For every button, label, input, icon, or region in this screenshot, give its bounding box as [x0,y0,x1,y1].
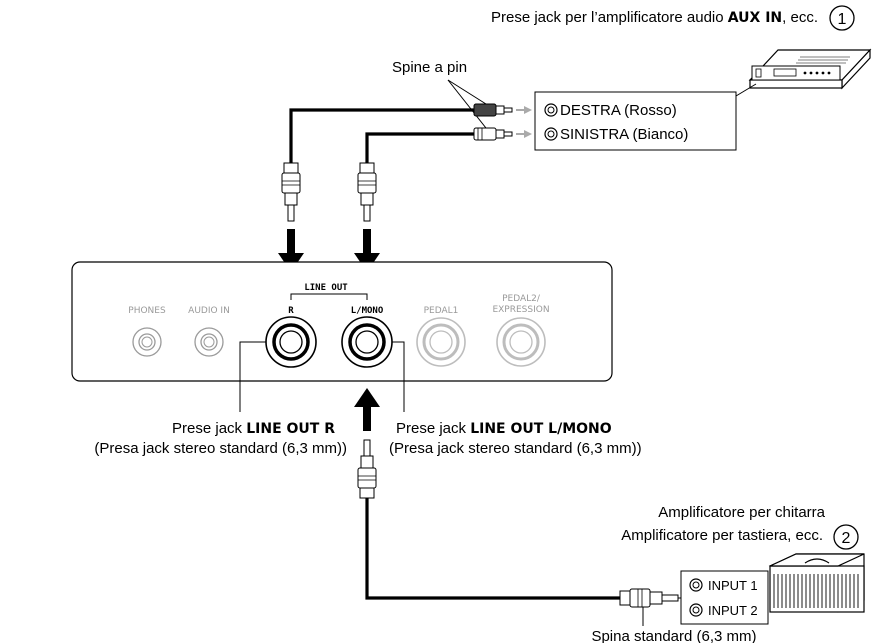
jack-left-icon [544,127,558,141]
l-mono-panel-label: L/MONO [351,306,384,316]
input-2-label: INPUT 2 [708,603,758,618]
jack-right-icon [544,103,558,117]
guitar-amplifier-icon [768,553,865,613]
line-out-r-title: Prese jack LINE OUT R [172,420,335,437]
pedal2-panel-label-1: PEDAL2/ [502,294,541,304]
standard-plug-bottom [357,439,377,499]
pin-plug-red [473,103,513,117]
r-panel-label: R [288,306,294,316]
input-1-jack-icon [689,578,703,592]
phones-jack-icon [132,327,162,357]
right-insert-arrow [524,106,532,114]
pedal2-panel-label-2: EXPRESSION [492,305,549,315]
phones-panel-label: PHONES [128,306,166,316]
standard-plug-amp [619,588,679,608]
left-insert-arrow [524,130,532,138]
audio-in-jack-icon [194,327,224,357]
pin-plugs-label: Spine a pin [392,59,467,76]
pedal1-jack-icon [416,317,466,367]
cable-red [289,108,474,163]
input-1-label: INPUT 1 [708,578,758,593]
aux-input-box [534,91,737,151]
guitar-amp-label: Amplificatore per chitarra [658,504,825,521]
right-red-label: DESTRA (Rosso) [560,102,677,119]
amp-leader-line [735,83,757,97]
line-out-panel-label: LINE OUT [304,283,348,293]
marker-1-label: 1 [838,11,847,28]
cable-bottom [365,498,620,600]
line-out-l-title: Prese jack LINE OUT L/MONO [396,420,612,437]
pin-plug-white [473,127,513,141]
audio-amplifier-icon [748,48,872,90]
line-out-bracket [290,293,368,300]
standard-plug-label: Spina standard (6,3 mm) [591,628,756,643]
line-out-r-note: (Presa jack stereo standard (6,3 mm)) [94,440,347,457]
line-out-l-note: (Presa jack stereo standard (6,3 mm)) [389,440,642,457]
pedal2-jack-icon [496,317,546,367]
pedal1-panel-label: PEDAL1 [424,306,459,316]
audio-in-panel-label: AUDIO IN [188,306,230,316]
keyboard-back-panel [71,261,613,382]
standard-plug-r [281,162,301,222]
cable-white [365,132,474,163]
line-out-r-leader [239,341,266,412]
input-2-jack-icon [689,603,703,617]
arrow-up-l [354,388,380,431]
marker-1-circle [829,5,855,31]
marker-2-circle [833,524,859,550]
aux-in-title: Prese jack per l’amplificatore audio AUX… [491,9,818,26]
amp-input-box [680,570,769,625]
keyboard-amp-label: Amplificatore per tastiera, ecc. [621,527,823,544]
left-white-label: SINISTRA (Bianco) [560,126,688,143]
standard-plug-l [357,162,377,222]
line-out-l-leader [392,341,405,412]
marker-2-label: 2 [842,530,851,547]
pin-plugs-leader-1 [447,79,487,105]
pin-plugs-leader-2 [447,79,487,129]
